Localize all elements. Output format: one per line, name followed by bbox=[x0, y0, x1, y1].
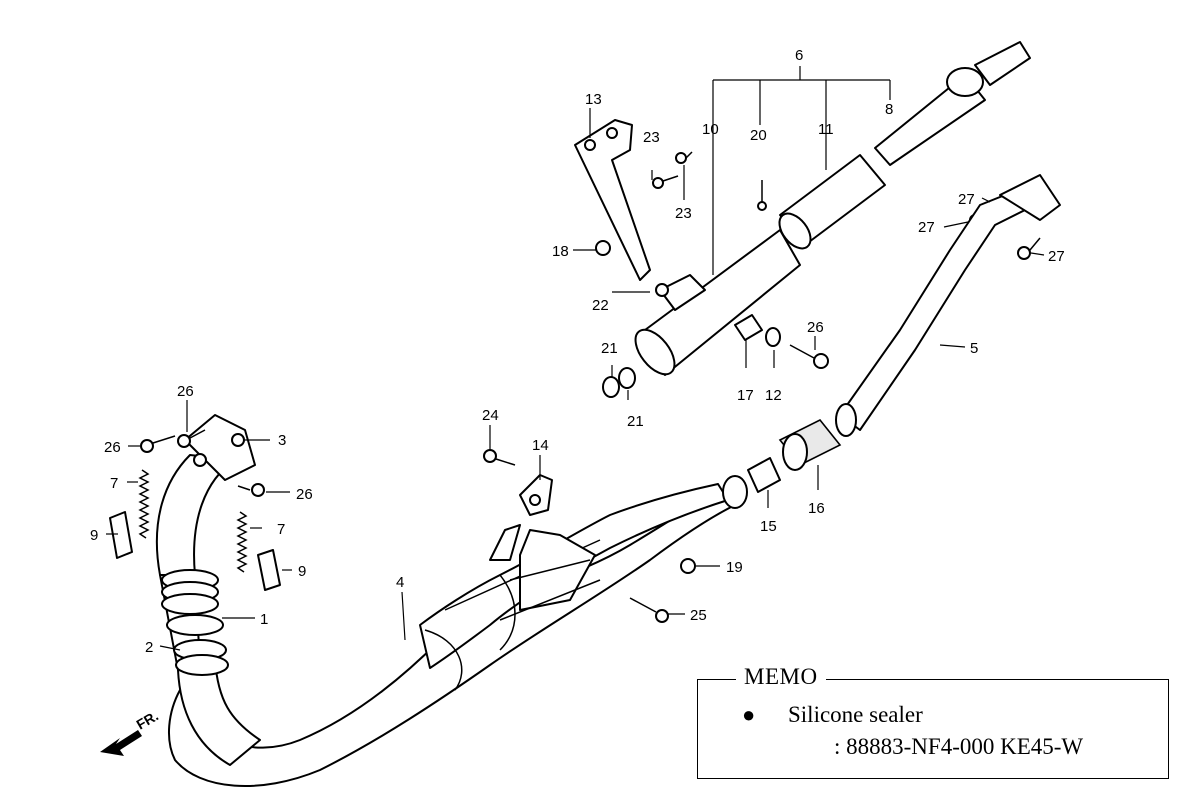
callout-18: 18 bbox=[552, 243, 569, 260]
callout-6: 6 bbox=[795, 47, 803, 64]
callout-26a: 26 bbox=[177, 383, 194, 400]
front-direction-arrow-icon bbox=[100, 730, 142, 756]
callout-19: 19 bbox=[726, 559, 743, 576]
callout-24: 24 bbox=[482, 407, 499, 424]
callouts: 1 2 3 4 5 6 7 7 8 9 9 10 11 12 13 14 15 … bbox=[90, 47, 1065, 656]
callout-23a: 23 bbox=[643, 129, 660, 146]
callout-12: 12 bbox=[765, 387, 782, 404]
sleeves bbox=[109, 511, 281, 591]
callout-9a: 9 bbox=[90, 527, 98, 544]
callout-22: 22 bbox=[592, 297, 609, 314]
callout-21a: 21 bbox=[601, 340, 618, 357]
callout-26d: 26 bbox=[807, 319, 824, 336]
springs bbox=[138, 469, 248, 573]
callout-26c: 26 bbox=[296, 486, 313, 503]
expansion-chamber bbox=[155, 454, 736, 787]
callout-21b: 21 bbox=[627, 413, 644, 430]
callout-10: 10 bbox=[702, 121, 719, 138]
memo-item: Silicone sealer bbox=[788, 702, 923, 727]
leader-lines bbox=[106, 66, 1045, 651]
callout-3: 3 bbox=[278, 432, 286, 449]
rubber-joint bbox=[722, 418, 842, 509]
callout-17: 17 bbox=[737, 387, 754, 404]
small-bracket bbox=[519, 474, 553, 516]
washers bbox=[602, 367, 636, 398]
callout-15: 15 bbox=[760, 518, 777, 535]
front-direction-label: FR. bbox=[134, 707, 162, 732]
memo-bullet-icon: ● bbox=[742, 702, 756, 727]
callout-1: 1 bbox=[260, 611, 268, 628]
callout-5: 5 bbox=[970, 340, 978, 357]
callout-4: 4 bbox=[396, 574, 404, 591]
gasket-rings bbox=[161, 569, 229, 676]
callout-20: 20 bbox=[750, 127, 767, 144]
callout-16: 16 bbox=[808, 500, 825, 517]
callout-11: 11 bbox=[818, 121, 834, 138]
muffler bbox=[634, 41, 1031, 376]
callout-2: 2 bbox=[145, 639, 153, 656]
callout-23b: 23 bbox=[675, 205, 692, 222]
callout-27a: 27 bbox=[958, 191, 975, 208]
callout-7a: 7 bbox=[110, 475, 118, 492]
muffler-bracket bbox=[574, 119, 651, 281]
rubber-mount bbox=[734, 314, 781, 347]
memo-part-numbers: : 88883-NF4-000 KE45-W bbox=[834, 734, 1084, 759]
tail-pipe bbox=[835, 174, 1061, 437]
callout-13: 13 bbox=[585, 91, 602, 108]
callout-27c: 27 bbox=[1048, 248, 1065, 265]
callout-14: 14 bbox=[532, 437, 549, 454]
callout-25: 25 bbox=[690, 607, 707, 624]
memo-title: MEMO bbox=[736, 664, 826, 690]
callout-26b: 26 bbox=[104, 439, 121, 456]
callout-8: 8 bbox=[885, 101, 893, 118]
callout-7b: 7 bbox=[277, 521, 285, 538]
memo-box: MEMO ● Silicone sealer : 88883-NF4-000 K… bbox=[697, 664, 1169, 779]
callout-9b: 9 bbox=[298, 563, 306, 580]
callout-27b: 27 bbox=[918, 219, 935, 236]
